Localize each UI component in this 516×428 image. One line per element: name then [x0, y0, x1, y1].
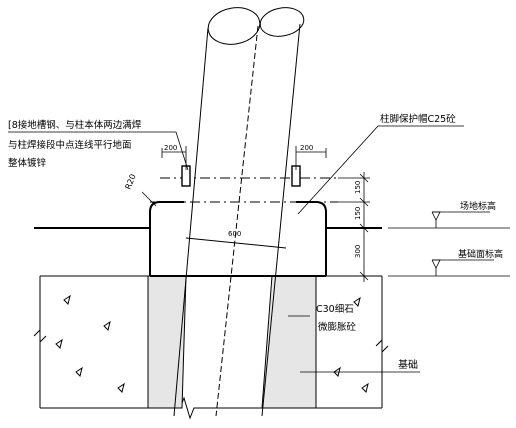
grounding-note-line1: [8接地槽钢、与柱本体两边满焊 [8, 119, 142, 131]
dim-depth-300: 300 [354, 245, 362, 258]
svg-text:柱脚保护帽C25砼: 柱脚保护帽C25砼 [380, 113, 456, 125]
svg-text:200: 200 [164, 144, 177, 152]
dim-upper-150: 150 [354, 181, 362, 194]
svg-text:基础面标高: 基础面标高 [458, 248, 503, 260]
diameter-text: 600 [228, 230, 241, 238]
foundation-block [33, 275, 389, 420]
pole [173, 7, 305, 417]
grounding-note: [8接地槽钢、与柱本体两边满焊 与柱焊接段中点连线平行地面 整体镀锌 [8, 119, 189, 171]
concrete-note: C30细石 微膨胀砼 [288, 303, 357, 333]
foundation-note: 基础 [300, 358, 420, 373]
svg-text:200: 200 [300, 144, 313, 152]
right-offset-dimension: 200 [295, 144, 327, 170]
cap-note: 柱脚保护帽C25砼 [297, 113, 464, 215]
dim-lower-150: 150 [354, 207, 362, 220]
grout-socket-right [261, 275, 317, 409]
radius-callout: R20 [124, 173, 157, 207]
svg-text:R20: R20 [124, 173, 138, 191]
svg-text:场地标高: 场地标高 [460, 200, 496, 212]
diameter-line [185, 237, 287, 249]
svg-text:基础: 基础 [398, 358, 418, 371]
site-level-mark: 场地标高 [388, 200, 510, 229]
foundation-level-mark: 基础面标高 [388, 248, 510, 277]
grounding-note-line3: 整体镀锌 [8, 157, 47, 169]
foundation-aggregate-marks [55, 294, 369, 393]
svg-text:微膨胀砼: 微膨胀砼 [318, 321, 357, 333]
protection-cap [149, 201, 327, 277]
grounding-note-line2: 与柱焊接段中点连线平行地面 [8, 139, 132, 151]
svg-text:C30细石: C30细石 [316, 303, 354, 315]
vertical-dimension-chain: 150 150 300 [338, 172, 370, 282]
